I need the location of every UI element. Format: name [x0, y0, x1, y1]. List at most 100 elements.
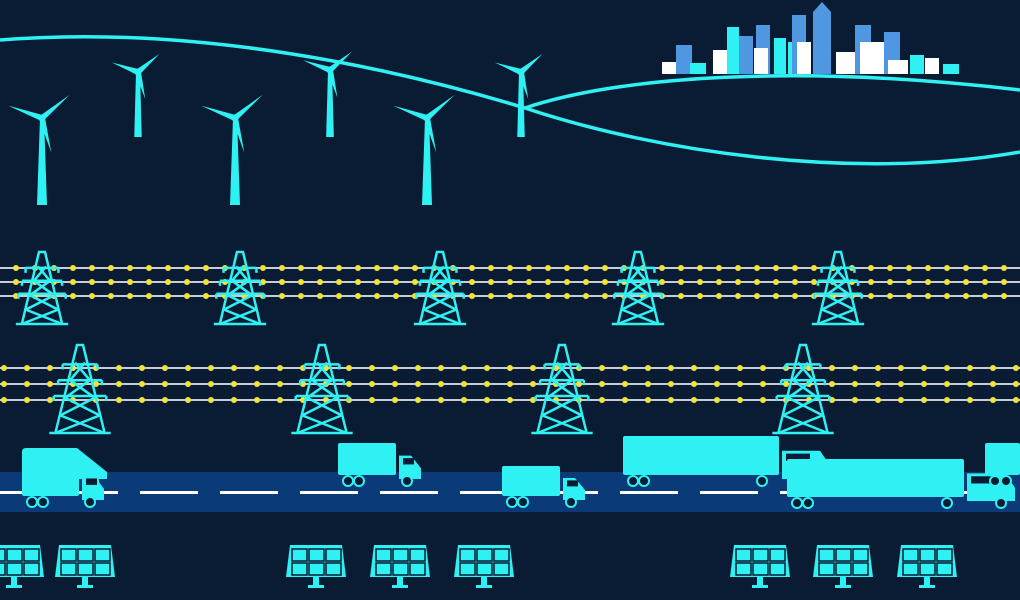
tower-brace — [230, 265, 245, 282]
panel-cell — [308, 562, 325, 576]
insulator-dot — [484, 381, 490, 387]
turbine-blade — [136, 54, 160, 75]
tower-brace — [423, 294, 453, 311]
insulator-dot — [108, 293, 114, 299]
insulator-dot — [184, 265, 190, 271]
insulator-dot — [530, 365, 536, 371]
insulator-dot — [203, 293, 209, 299]
insulator-dot — [773, 265, 779, 271]
panel-cell — [325, 548, 342, 562]
insulator-dot — [507, 365, 513, 371]
panel-cell — [23, 548, 40, 562]
insulator-dot — [507, 381, 513, 387]
tower-brace — [430, 265, 445, 282]
insulator-dot — [602, 293, 608, 299]
building — [676, 45, 692, 74]
insulator-dot — [438, 397, 444, 403]
turbine-blade — [518, 71, 529, 99]
insulator-dot — [254, 381, 260, 387]
insulator-dot — [165, 265, 171, 271]
tower-brace — [546, 379, 573, 399]
insulator-dot — [852, 365, 858, 371]
turbine-blade — [519, 54, 543, 75]
panel-cell — [409, 562, 426, 576]
tower-frame — [54, 343, 106, 434]
tower-brace — [536, 414, 583, 435]
panel-cell — [752, 562, 769, 576]
insulator-dot — [691, 365, 697, 371]
insulator-dot — [185, 381, 191, 387]
building — [925, 58, 939, 74]
panel-cell — [6, 548, 23, 562]
panel-cell — [835, 548, 852, 562]
insulator-dot — [461, 381, 467, 387]
insulator-dot — [526, 293, 532, 299]
insulator-dot — [852, 397, 858, 403]
tower-brace — [235, 265, 250, 282]
insulator-dot — [944, 279, 950, 285]
insulator-dot — [602, 279, 608, 285]
wheel — [638, 475, 650, 487]
insulator-dot — [507, 293, 513, 299]
tower-brace — [628, 265, 643, 282]
tower-brace — [37, 265, 52, 282]
wheel — [353, 475, 365, 487]
building — [690, 63, 706, 74]
insulator-dot — [89, 265, 95, 271]
turbine-hub — [326, 66, 334, 74]
insulator-dot — [678, 279, 684, 285]
wheel — [791, 497, 803, 509]
panel-cell — [852, 562, 869, 576]
panel-cell — [0, 548, 6, 562]
insulator-dot — [906, 265, 912, 271]
insulator-dot — [260, 265, 266, 271]
tower-brace — [821, 308, 859, 326]
turbine-blade — [201, 105, 237, 121]
lane-dash — [220, 491, 278, 494]
insulator-dot — [925, 265, 931, 271]
insulator-dot — [127, 265, 133, 271]
solar-panel-icon — [286, 545, 346, 588]
tower-brace — [316, 361, 333, 382]
tower-brace — [25, 308, 63, 326]
wind-turbine-icon — [393, 94, 455, 205]
insulator-dot — [461, 397, 467, 403]
panel-post — [840, 577, 846, 586]
turbine-blade — [135, 71, 146, 99]
energy-flow-curves — [0, 35, 1020, 166]
insulator-dot — [783, 381, 789, 387]
insulator-dot — [116, 397, 122, 403]
insulator-dot — [438, 365, 444, 371]
turbine-hub — [517, 68, 525, 76]
insulator-dot — [438, 381, 444, 387]
insulator-dot — [1013, 365, 1019, 371]
panel-foot — [77, 585, 93, 588]
cab-window — [567, 480, 578, 487]
insulator-dot — [811, 265, 817, 271]
insulator-dot — [868, 293, 874, 299]
insulator-dot — [583, 279, 589, 285]
lane-dash — [620, 491, 678, 494]
insulator-dot — [668, 381, 674, 387]
turbine-hub — [38, 114, 46, 122]
turbine-blade — [233, 94, 263, 121]
insulator-dot — [829, 381, 835, 387]
wheel — [756, 475, 768, 487]
panel-cell — [77, 562, 94, 576]
panel-cell — [936, 548, 953, 562]
insulator-dot — [754, 279, 760, 285]
insulator-dot — [944, 365, 950, 371]
insulator-dot — [369, 365, 375, 371]
turbine-blade — [328, 51, 352, 73]
transmission-tower-icon — [811, 250, 865, 326]
insulator-dot — [369, 397, 375, 403]
insulator-dot — [526, 279, 532, 285]
tower-brace — [69, 361, 86, 382]
insulator-dot — [203, 265, 209, 271]
turbine-blade — [425, 94, 455, 121]
insulator-dot — [760, 381, 766, 387]
insulator-dot — [116, 365, 122, 371]
insulator-dot — [412, 279, 418, 285]
cargo-box — [338, 443, 396, 475]
insulator-dot — [317, 265, 323, 271]
